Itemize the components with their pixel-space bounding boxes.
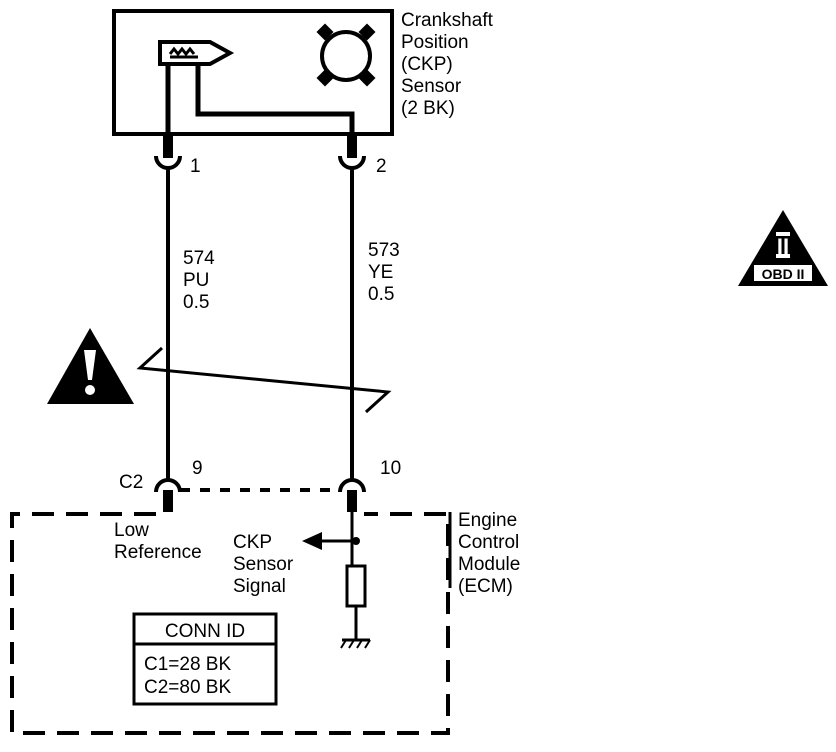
reluctor-wheel-icon xyxy=(316,23,376,87)
ground-icon xyxy=(340,638,371,649)
resistor-icon xyxy=(345,564,367,608)
sensor-pin-1-label: 1 xyxy=(190,156,201,177)
signal-arrow-icon xyxy=(302,532,322,550)
ecm-box xyxy=(10,512,450,735)
wire-574-label: 574 PU 0.5 xyxy=(183,248,220,313)
ecm-pin-10-label: 10 xyxy=(380,458,401,479)
ecm-pin-9-label: 9 xyxy=(192,458,203,479)
wire-573-label: 573 YE 0.5 xyxy=(368,240,405,305)
ckp-signal-label: CKP Sensor Signal xyxy=(233,532,298,597)
sensor-pin-2-label: 2 xyxy=(376,156,387,177)
ecm-label: Engine Control Module (ECM) xyxy=(458,510,526,597)
sensor-symbol-icon xyxy=(158,40,355,146)
svg-text:II: II xyxy=(777,234,789,259)
conn-id-title: CONN ID xyxy=(165,621,245,642)
sensor-terminal-1 xyxy=(154,134,182,170)
sensor-terminal-2 xyxy=(338,134,366,170)
ecm-terminal-9 xyxy=(154,478,182,512)
twisted-pair-symbol xyxy=(136,346,392,414)
conn-id-row: C1=28 BK xyxy=(144,654,231,675)
ecm-terminal-10 xyxy=(338,478,366,512)
conn-id-table: CONN ID C1=28 BK C2=80 BK xyxy=(132,612,278,706)
low-reference-label: Low Reference xyxy=(114,520,202,563)
sensor-box xyxy=(112,9,394,136)
ecm-connector-label: C2 xyxy=(119,472,143,493)
obd-ii-badge: II OBD II xyxy=(738,210,828,286)
caution-triangle-icon xyxy=(47,328,134,404)
obd-ii-text: OBD II xyxy=(762,266,805,282)
conn-id-row: C2=80 BK xyxy=(144,677,231,698)
sensor-label: Crankshaft Position (CKP) Sensor (2 BK) xyxy=(401,10,498,119)
